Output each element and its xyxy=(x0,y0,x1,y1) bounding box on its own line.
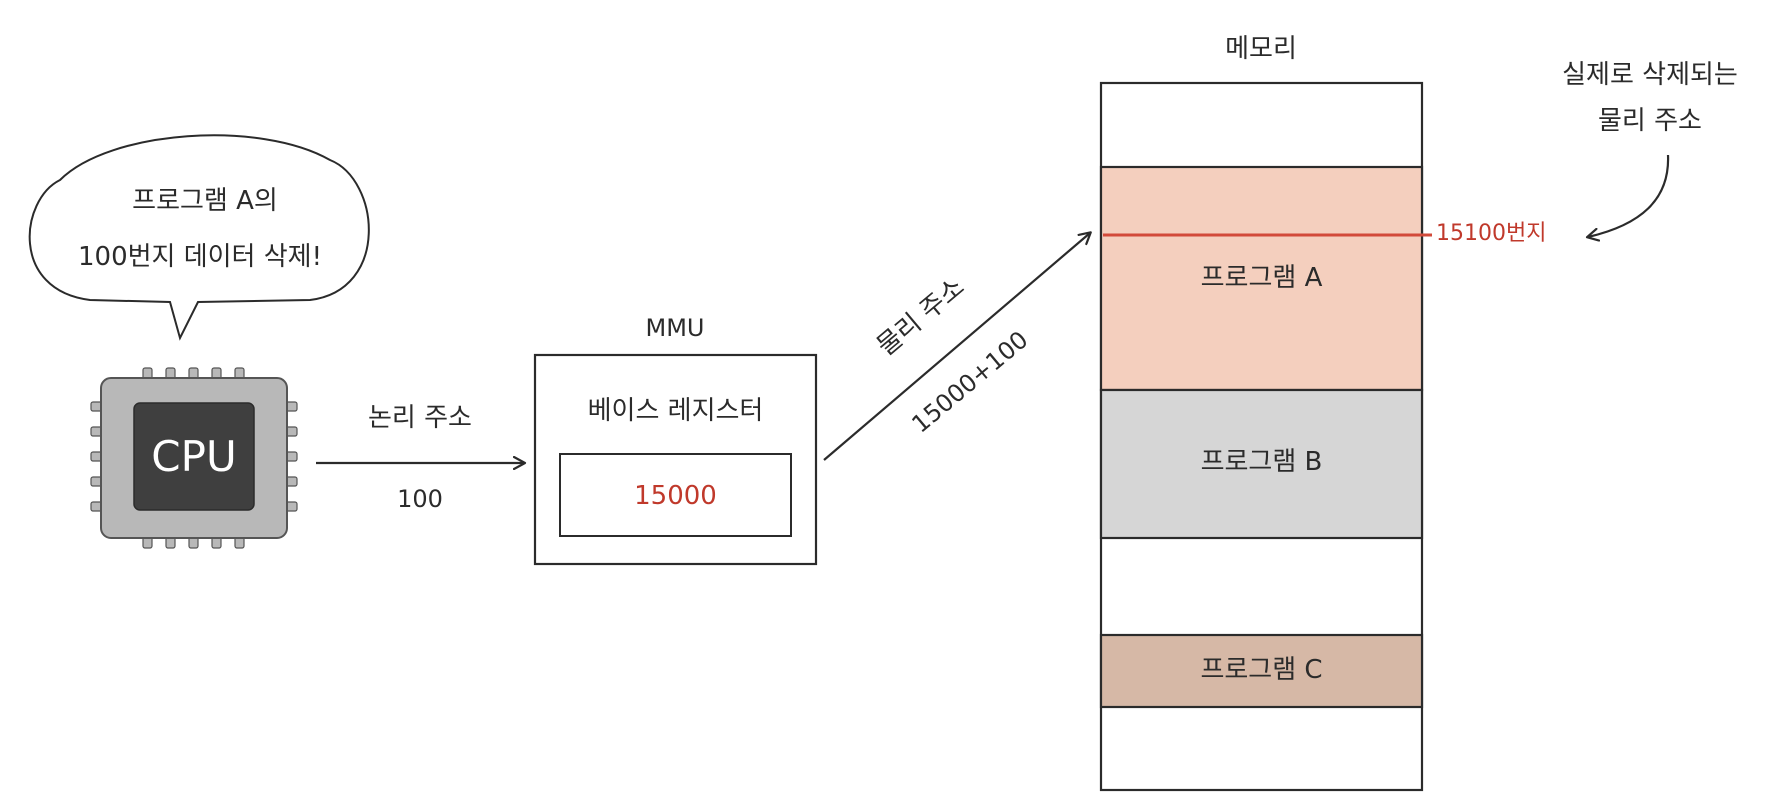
annotation-line-2: 물리 주소 xyxy=(1598,106,1702,136)
program-c-block xyxy=(1099,633,1424,709)
physical-address-arrow xyxy=(823,233,1090,461)
memory-title: 메모리 xyxy=(1225,34,1297,64)
annotation-line-1: 실제로 삭제되는 xyxy=(1562,60,1738,90)
program-b-block xyxy=(1099,388,1424,540)
program-b-label: 프로그램 B xyxy=(1200,447,1323,477)
speech-bubble-shape xyxy=(28,134,370,341)
logical-address-value: 100 xyxy=(397,485,443,513)
program-a-label: 프로그램 A xyxy=(1200,263,1323,293)
cpu-label: CPU xyxy=(151,432,237,481)
speech-bubble-line-1: 프로그램 A의 xyxy=(132,186,278,216)
speech-bubble-line-2: 100번지 데이터 삭제! xyxy=(77,242,323,272)
base-register-value: 15000 xyxy=(634,481,717,511)
cpu-chip-icon xyxy=(90,367,298,549)
base-register-label: 베이스 레지스터 xyxy=(587,396,764,426)
memory-column xyxy=(1099,81,1424,792)
program-a-block xyxy=(1099,165,1424,392)
logical-address-label: 논리 주소 xyxy=(368,403,472,433)
annotation-arrow xyxy=(1588,154,1670,237)
base-register-box xyxy=(559,453,792,537)
mmu-title: MMU xyxy=(645,314,705,342)
address-marker-label: 15100번지 xyxy=(1436,221,1547,246)
program-c-label: 프로그램 C xyxy=(1200,655,1323,685)
